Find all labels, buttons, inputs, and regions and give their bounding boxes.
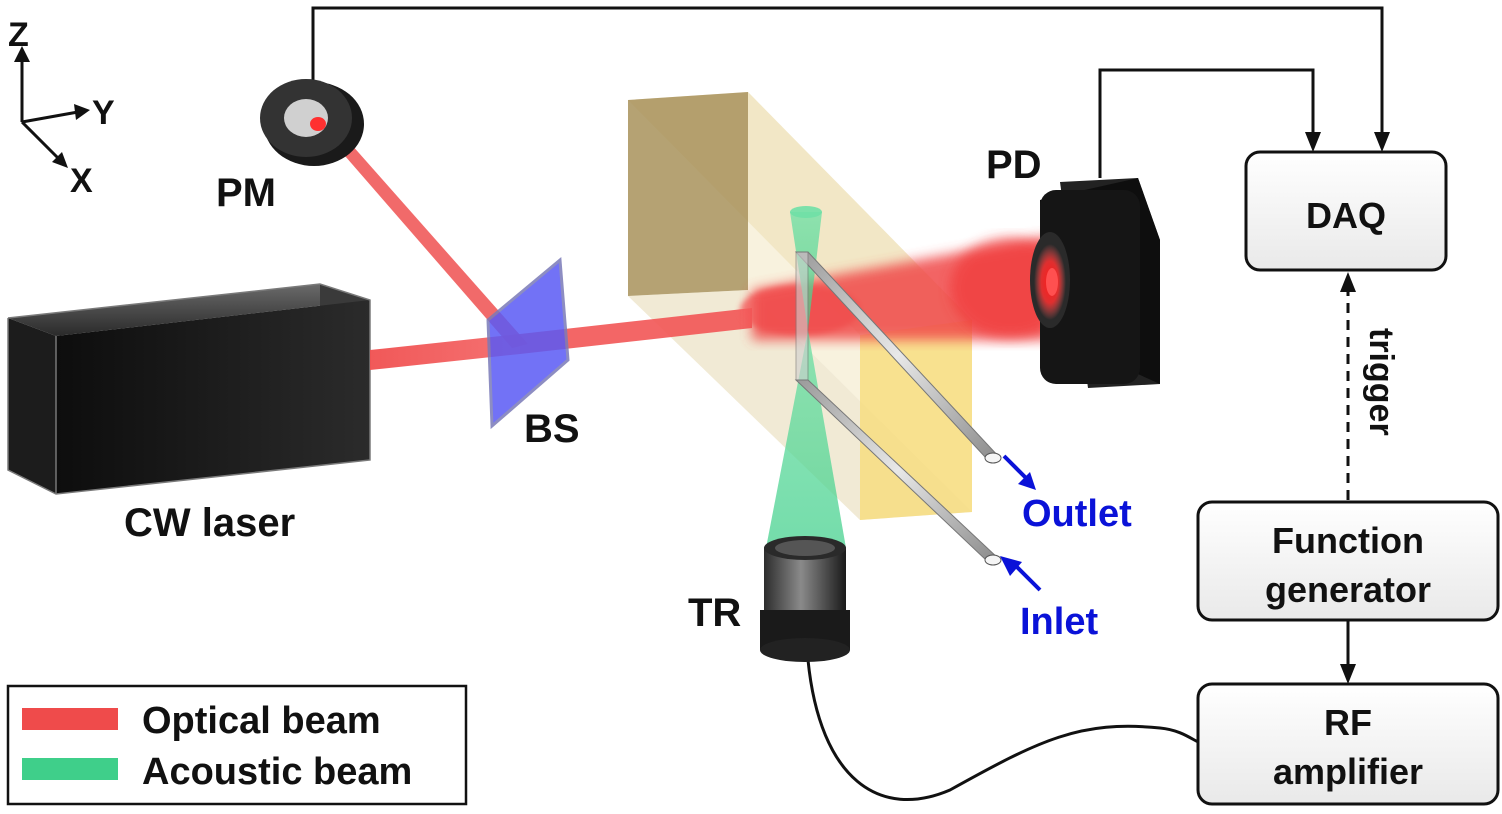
flow-channel xyxy=(794,251,1002,566)
trigger-label: trigger xyxy=(1362,328,1400,436)
arrow-to-rf xyxy=(1340,664,1356,684)
axis-z-label: Z xyxy=(8,16,29,54)
inlet-label: Inlet xyxy=(1020,601,1098,643)
rf-amplifier-line1: RF xyxy=(1324,702,1372,743)
function-generator-line1: Function xyxy=(1272,520,1424,561)
function-generator-box: Function generator xyxy=(1196,500,1500,622)
signal-wires xyxy=(311,6,1384,801)
daq-label: DAQ xyxy=(1306,195,1386,236)
pm-label: PM xyxy=(216,171,276,215)
beam-splitter xyxy=(486,256,570,430)
flow-arrows xyxy=(1000,454,1042,592)
legend-label-optical: Optical beam xyxy=(142,700,381,742)
tr-label: TR xyxy=(688,591,741,635)
rf-amplifier-box: RF amplifier xyxy=(1196,682,1500,806)
legend-label-acoustic: Acoustic beam xyxy=(142,751,412,793)
bs-label: BS xyxy=(524,407,580,451)
cw-laser xyxy=(7,283,371,495)
laser-label: CW laser xyxy=(124,501,295,545)
arrow-to-daq-left xyxy=(1305,132,1321,152)
axis-x-label: X xyxy=(70,162,93,200)
arrow-to-daq-right xyxy=(1374,132,1390,152)
pd-label: PD xyxy=(986,143,1042,187)
photodetector xyxy=(1030,178,1160,388)
rf-amplifier-line2: amplifier xyxy=(1273,751,1423,792)
legend: Optical beam Acoustic beam xyxy=(6,684,468,806)
transducer xyxy=(760,536,850,662)
legend-swatch-optical xyxy=(22,708,118,730)
legend-swatch-acoustic xyxy=(22,758,118,780)
axis-y-label: Y xyxy=(92,94,115,132)
daq-box: DAQ xyxy=(1244,150,1448,272)
trigger-arrow xyxy=(1340,272,1356,292)
outlet-label: Outlet xyxy=(1022,493,1132,535)
coordinate-axes: Z Y X xyxy=(8,16,115,200)
function-generator-line2: generator xyxy=(1265,569,1431,610)
power-meter xyxy=(260,79,364,166)
